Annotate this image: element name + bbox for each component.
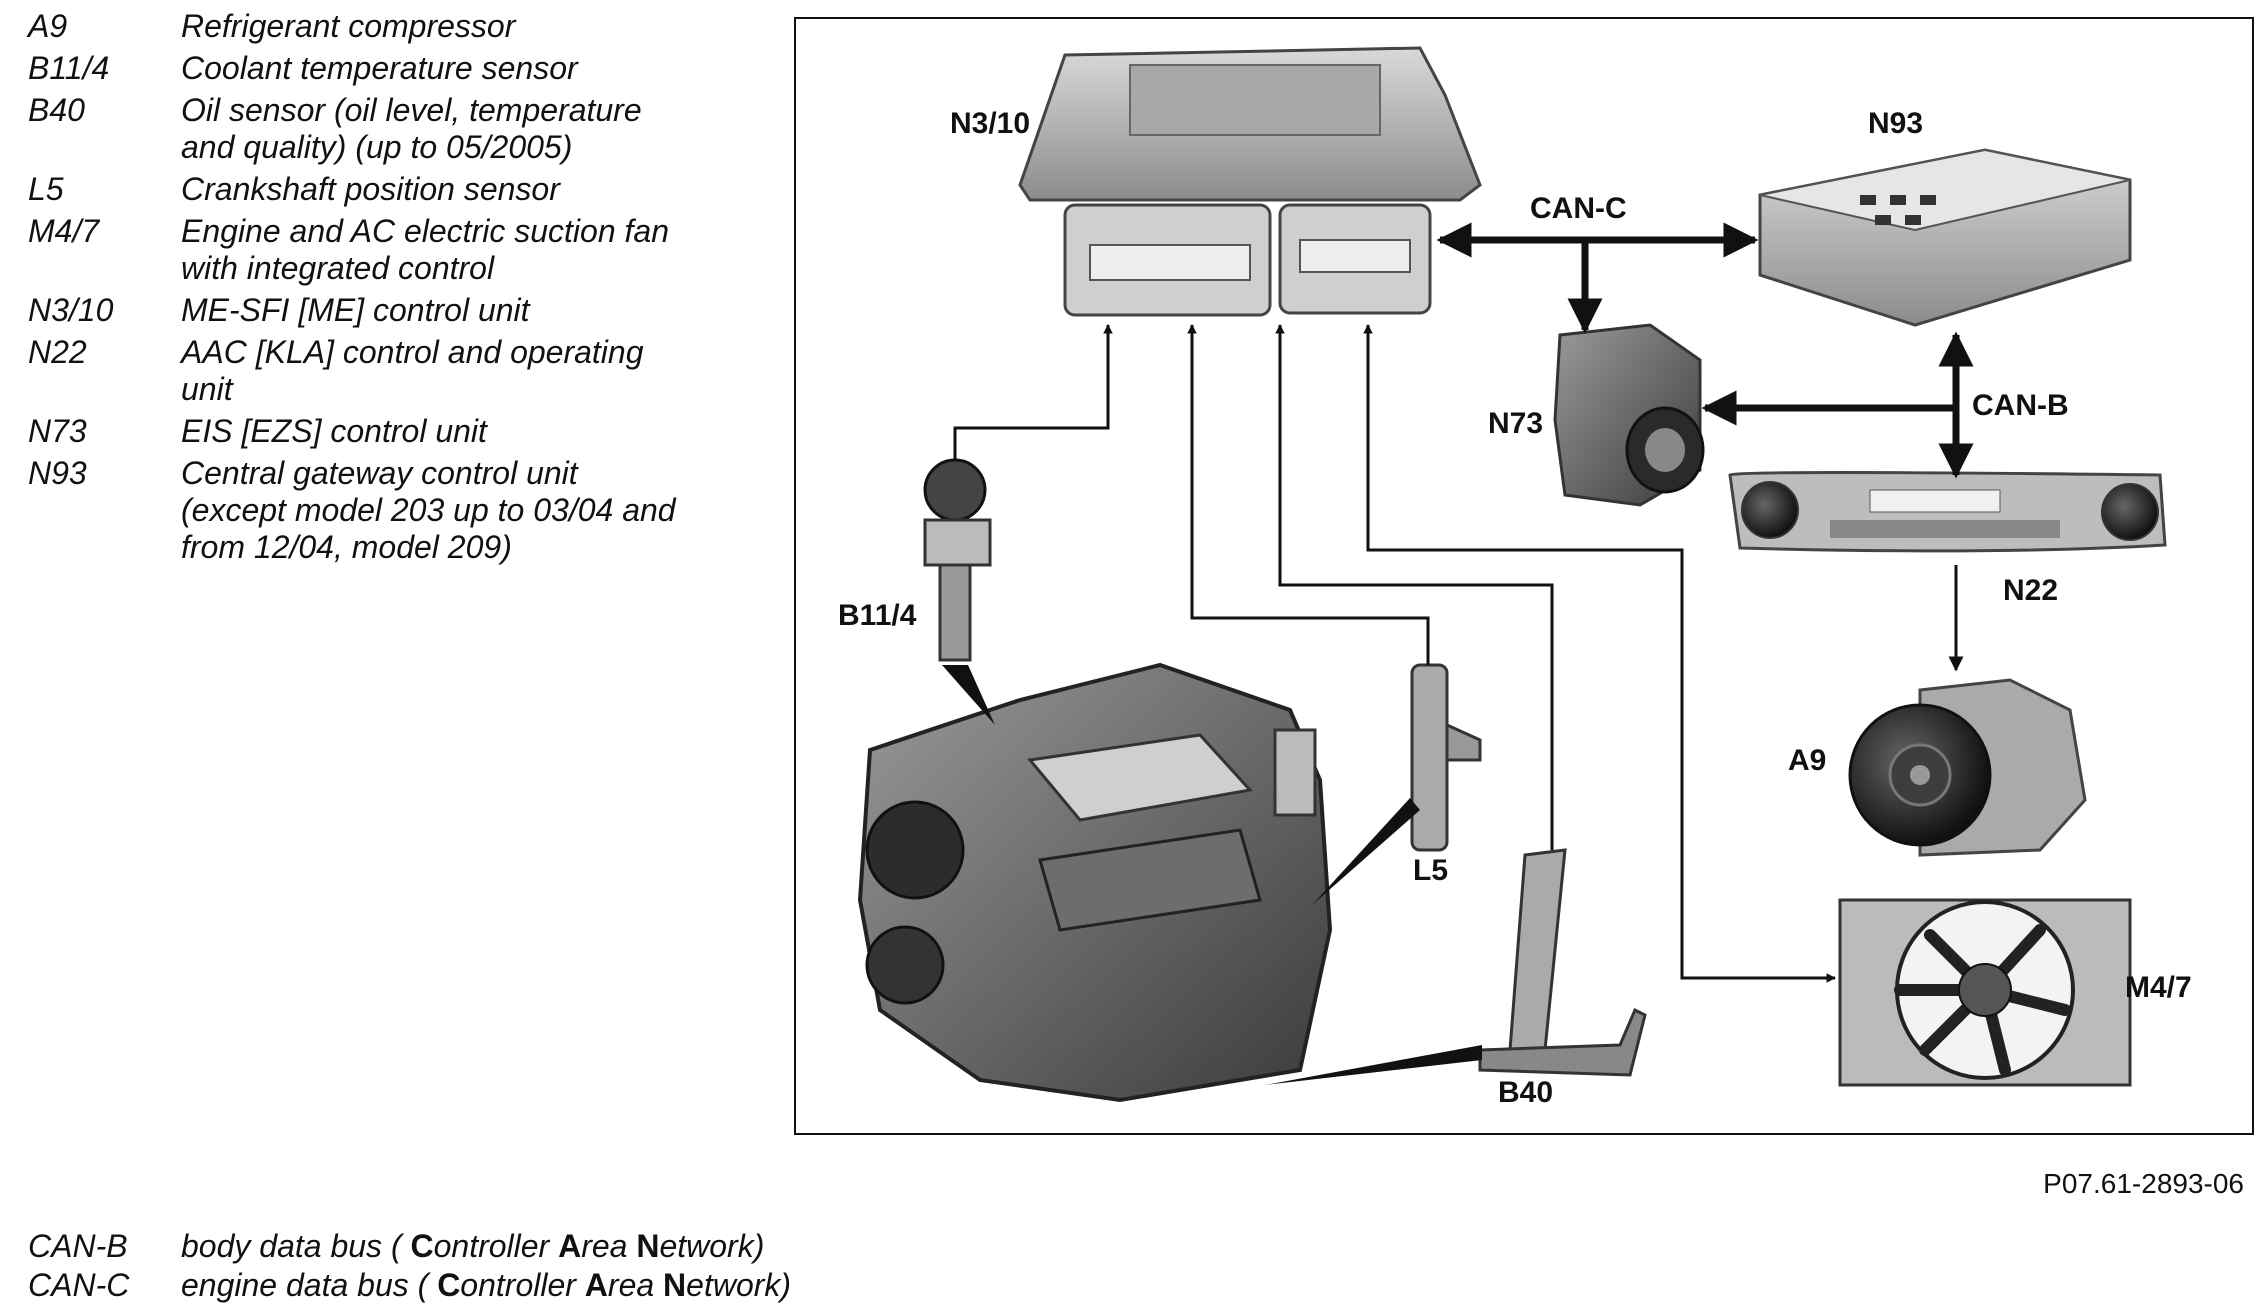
bus-prefix: engine data bus ( [181, 1267, 438, 1303]
label-n93: N93 [1868, 107, 1923, 140]
label-n3-10: N3/10 [950, 107, 1030, 140]
bus-word-rest: rea [607, 1267, 664, 1303]
legend-description: Oil sensor (oil level, temperature and q… [181, 92, 728, 166]
b11-4-pointer [942, 665, 995, 725]
bus-code: CAN-C [28, 1267, 130, 1303]
legend-row-n73: N73 EIS [EZS] control unit [28, 413, 728, 450]
m4-7-signal-line [1363, 324, 1836, 983]
legend-row-b40: B40 Oil sensor (oil level, temperature a… [28, 92, 728, 166]
label-m4-7: M4/7 [2125, 971, 2192, 1004]
b11-4-sensor-image [923, 458, 992, 662]
legend-line: with integrated control [181, 250, 495, 286]
legend-description: ME-SFI [ME] control unit [181, 292, 728, 329]
legend-line: from 12/04, model 209) [181, 529, 512, 565]
legend-code: M4/7 [28, 213, 100, 249]
label-n22: N22 [2003, 574, 2058, 607]
legend-line: (except model 203 up to 03/04 and [181, 492, 676, 528]
legend-line: Engine and AC electric suction fan [181, 213, 669, 249]
legend-description: Central gateway control unit (except mod… [181, 455, 728, 566]
legend-description: EIS [EZS] control unit [181, 413, 728, 450]
bus-description: engine data bus ( Controller Area Networ… [181, 1267, 1028, 1304]
engine-image [857, 662, 1333, 1103]
bus-word-rest: ontroller [433, 1228, 559, 1264]
label-can-c: CAN-C [1530, 192, 1627, 225]
legend-code: A9 [28, 8, 68, 44]
bus-initial: N [663, 1267, 687, 1303]
legend-code: N22 [28, 334, 87, 370]
legend-line: Oil sensor (oil level, temperature [181, 92, 642, 128]
legend-description: Refrigerant compressor [181, 8, 728, 45]
legend-line: Coolant temperature sensor [181, 50, 578, 86]
legend-line: AAC [KLA] control and operating [181, 334, 644, 370]
b40-sensor-image [1478, 848, 1647, 1077]
legend-row-l5: L5 Crankshaft position sensor [28, 171, 728, 208]
b11-4-signal-line [953, 324, 1113, 460]
legend-line: and quality) (up to 05/2005) [181, 129, 573, 165]
l5-signal-line [1187, 324, 1430, 665]
legend-description: Engine and AC electric suction fan with … [181, 213, 728, 287]
legend-line: unit [181, 371, 233, 407]
legend-code: L5 [28, 171, 64, 207]
legend-row-n93: N93 Central gateway control unit (except… [28, 455, 728, 566]
bus-word-rest: rea [581, 1228, 637, 1264]
legend-line: ME-SFI [ME] control unit [181, 292, 530, 328]
legend-code: N73 [28, 413, 87, 449]
legend-row-m4-7: M4/7 Engine and AC electric suction fan … [28, 213, 728, 287]
legend-code: B11/4 [28, 50, 110, 86]
bus-code: CAN-B [28, 1228, 128, 1264]
bus-initial: C [437, 1267, 461, 1303]
label-b40: B40 [1498, 1076, 1553, 1109]
legend-description: Coolant temperature sensor [181, 50, 728, 87]
n3-10-control-unit-image [1018, 46, 1482, 317]
bus-initial: C [410, 1228, 434, 1264]
bus-legend: CAN-B body data bus ( Controller Area Ne… [28, 1228, 1028, 1306]
b40-pointer [1265, 1045, 1482, 1085]
legend-code: B40 [28, 92, 85, 128]
bus-word-rest: ontroller [460, 1267, 585, 1303]
diagram-frame [794, 17, 2254, 1135]
n93-gateway-image [1758, 148, 2132, 327]
n22-aac-panel-image [1728, 471, 2167, 553]
bus-prefix: body data bus ( [181, 1228, 411, 1264]
legend-row-b11-4: B11/4 Coolant temperature sensor [28, 50, 728, 87]
l5-sensor-image [1410, 663, 1482, 852]
legend-row-n22: N22 AAC [KLA] control and operating unit [28, 334, 728, 408]
legend-description: AAC [KLA] control and operating unit [181, 334, 728, 408]
component-legend: A9 Refrigerant compressor B11/4 Coolant … [28, 8, 728, 571]
l5-pointer [1312, 798, 1420, 905]
bus-initial: A [584, 1267, 608, 1303]
n73-eis-image [1553, 323, 1705, 507]
label-n73: N73 [1488, 407, 1543, 440]
bus-word-rest: etwork) [659, 1228, 765, 1264]
label-b11-4: B11/4 [838, 599, 917, 632]
legend-line: Central gateway control unit [181, 455, 578, 491]
label-can-b: CAN-B [1972, 389, 2069, 422]
a9-compressor-image [1848, 678, 2087, 857]
legend-row-a9: A9 Refrigerant compressor [28, 8, 728, 45]
bus-row-can-c: CAN-C engine data bus ( Controller Area … [28, 1267, 1028, 1304]
legend-code: N93 [28, 455, 87, 491]
legend-description: Crankshaft position sensor [181, 171, 728, 208]
bus-initial: N [636, 1228, 660, 1264]
label-a9: A9 [1788, 744, 1826, 777]
m4-7-fan-image [1838, 898, 2132, 1087]
legend-code: N3/10 [28, 292, 114, 328]
bus-description: body data bus ( Controller Area Network) [181, 1228, 1028, 1265]
figure-reference: P07.61-2893-06 [2043, 1168, 2244, 1199]
bus-initial: A [558, 1228, 582, 1264]
bus-row-can-b: CAN-B body data bus ( Controller Area Ne… [28, 1228, 1028, 1265]
bus-word-rest: etwork) [686, 1267, 792, 1303]
legend-line: Crankshaft position sensor [181, 171, 560, 207]
legend-line: Refrigerant compressor [181, 8, 516, 44]
label-l5: L5 [1413, 854, 1448, 887]
legend-row-n3-10: N3/10 ME-SFI [ME] control unit [28, 292, 728, 329]
legend-line: EIS [EZS] control unit [181, 413, 487, 449]
